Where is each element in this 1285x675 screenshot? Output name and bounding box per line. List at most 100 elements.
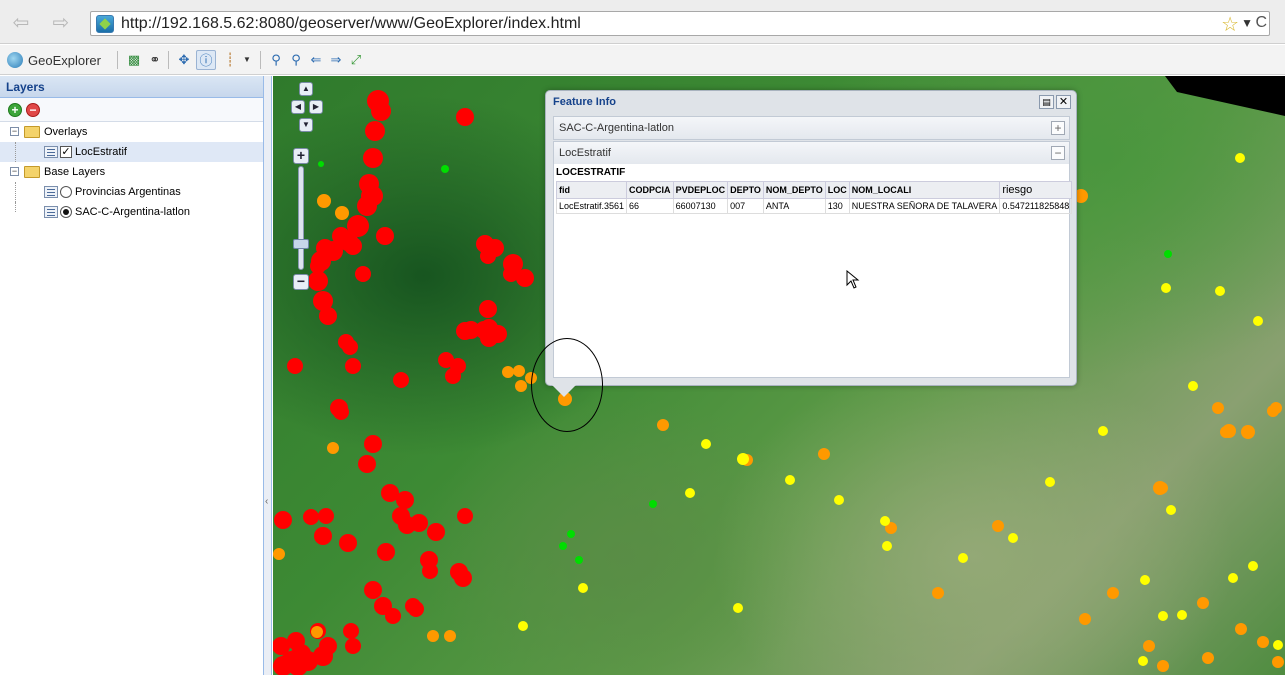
map-feature-point[interactable]: [701, 439, 711, 449]
map-feature-point[interactable]: [381, 484, 399, 502]
map-feature-point[interactable]: [1215, 286, 1225, 296]
close-icon[interactable]: ✕: [1056, 95, 1071, 109]
pan-right-icon[interactable]: ▶: [309, 100, 323, 114]
map-feature-point[interactable]: [1272, 656, 1284, 668]
map-feature-point[interactable]: [880, 516, 890, 526]
map-feature-point[interactable]: [319, 307, 337, 325]
map-feature-point[interactable]: [575, 556, 583, 564]
map-feature-point[interactable]: [785, 475, 795, 485]
map-feature-point[interactable]: [479, 300, 497, 318]
map-feature-point[interactable]: [1074, 189, 1088, 203]
map-feature-point[interactable]: [1166, 505, 1176, 515]
map-feature-point[interactable]: [313, 291, 333, 311]
map-feature-point[interactable]: [456, 108, 474, 126]
map-feature-point[interactable]: [1212, 402, 1224, 414]
map-feature-point[interactable]: [396, 491, 414, 509]
map-feature-point[interactable]: [319, 637, 337, 655]
map-feature-point[interactable]: [345, 358, 361, 374]
map-feature-point[interactable]: [393, 372, 409, 388]
accordion-section-locestratif[interactable]: LocEstratif −: [553, 141, 1070, 165]
add-layer-button[interactable]: +: [8, 103, 22, 117]
map-feature-point[interactable]: [363, 148, 383, 168]
map-feature-point[interactable]: [834, 495, 844, 505]
map-feature-point[interactable]: [559, 542, 567, 550]
tree-item-provincias-argentinas[interactable]: Provincias Argentinas: [0, 182, 263, 202]
map-feature-point[interactable]: [365, 121, 385, 141]
map-feature-point[interactable]: [503, 266, 519, 282]
map-feature-point[interactable]: [339, 534, 357, 552]
map-feature-point[interactable]: [1045, 477, 1055, 487]
remove-layer-button[interactable]: −: [26, 103, 40, 117]
map-feature-point[interactable]: [657, 419, 669, 431]
map-feature-point[interactable]: [1197, 597, 1209, 609]
map-feature-point[interactable]: [273, 656, 293, 675]
base-layer-radio[interactable]: [60, 186, 72, 198]
map-feature-point[interactable]: [932, 587, 944, 599]
map-feature-point[interactable]: [376, 227, 394, 245]
map-feature-point[interactable]: [1220, 426, 1232, 438]
zoom-out-icon[interactable]: ⚲: [291, 52, 301, 67]
map-feature-point[interactable]: [308, 271, 328, 291]
map-feature-point[interactable]: [567, 530, 575, 538]
map-feature-point[interactable]: [1248, 561, 1258, 571]
measure-icon[interactable]: ┊: [226, 52, 234, 67]
map-feature-point[interactable]: [685, 488, 695, 498]
map-feature-point[interactable]: [364, 435, 382, 453]
map-feature-point[interactable]: [578, 583, 588, 593]
next-extent-icon[interactable]: ⇒: [330, 52, 342, 67]
map-feature-point[interactable]: [311, 626, 323, 638]
tree-group-overlays[interactable]: − Overlays: [0, 122, 263, 142]
map-feature-point[interactable]: [518, 621, 528, 631]
map-feature-point[interactable]: [364, 581, 382, 599]
map-feature-point[interactable]: [1235, 623, 1247, 635]
forward-arrow-icon[interactable]: ⇨: [52, 12, 70, 34]
pin-icon[interactable]: ▤: [1039, 95, 1054, 109]
map-feature-point[interactable]: [355, 266, 371, 282]
pan-down-icon[interactable]: ▼: [299, 118, 313, 132]
map-feature-point[interactable]: [1107, 587, 1119, 599]
map-feature-point[interactable]: [1273, 640, 1283, 650]
measure-dropdown-chevron-icon[interactable]: ▼: [243, 55, 251, 64]
map-feature-point[interactable]: [318, 508, 334, 524]
collapse-icon[interactable]: −: [10, 166, 19, 176]
map-feature-point[interactable]: [480, 248, 496, 264]
map-feature-point[interactable]: [457, 508, 473, 524]
map-feature-point[interactable]: [332, 227, 350, 245]
map-feature-point[interactable]: [1188, 381, 1198, 391]
map-feature-point[interactable]: [358, 455, 376, 473]
map-feature-point[interactable]: [1156, 482, 1168, 494]
map-feature-point[interactable]: [1143, 640, 1155, 652]
map-feature-point[interactable]: [1079, 613, 1091, 625]
map-feature-point[interactable]: [371, 101, 391, 121]
info-icon[interactable]: ⓘ: [196, 50, 216, 70]
back-arrow-icon[interactable]: ⇦: [12, 12, 30, 34]
map-feature-point[interactable]: [377, 543, 395, 561]
map-feature-point[interactable]: [333, 404, 349, 420]
expand-icon[interactable]: +: [1051, 121, 1065, 135]
accordion-section-sac-c[interactable]: SAC-C-Argentina-latlon +: [553, 116, 1070, 140]
map-feature-point[interactable]: [445, 368, 461, 384]
map-feature-point[interactable]: [318, 161, 324, 167]
tree-group-base-layers[interactable]: − Base Layers: [0, 162, 263, 182]
map-feature-point[interactable]: [1098, 426, 1108, 436]
map-feature-point[interactable]: [1253, 316, 1263, 326]
reload-icon[interactable]: C: [1255, 14, 1267, 31]
map-feature-point[interactable]: [441, 165, 449, 173]
map-feature-point[interactable]: [444, 630, 456, 642]
map-feature-point[interactable]: [1202, 652, 1214, 664]
tree-item-locestratif[interactable]: ✓ LocEstratif: [0, 142, 263, 162]
map-feature-point[interactable]: [338, 334, 354, 350]
layer-visibility-checkbox[interactable]: ✓: [60, 146, 72, 158]
map-feature-point[interactable]: [516, 269, 534, 287]
map-feature-point[interactable]: [343, 623, 359, 639]
map-feature-point[interactable]: [335, 206, 349, 220]
map-feature-point[interactable]: [385, 608, 401, 624]
map-feature-point[interactable]: [502, 366, 514, 378]
map-feature-point[interactable]: [1241, 425, 1255, 439]
map-feature-point[interactable]: [408, 601, 424, 617]
map-feature-point[interactable]: [1270, 402, 1282, 414]
map-feature-point[interactable]: [649, 500, 657, 508]
link-icon[interactable]: ⚭: [149, 52, 161, 67]
zoom-thumb[interactable]: [293, 239, 309, 249]
map-feature-point[interactable]: [513, 365, 525, 377]
